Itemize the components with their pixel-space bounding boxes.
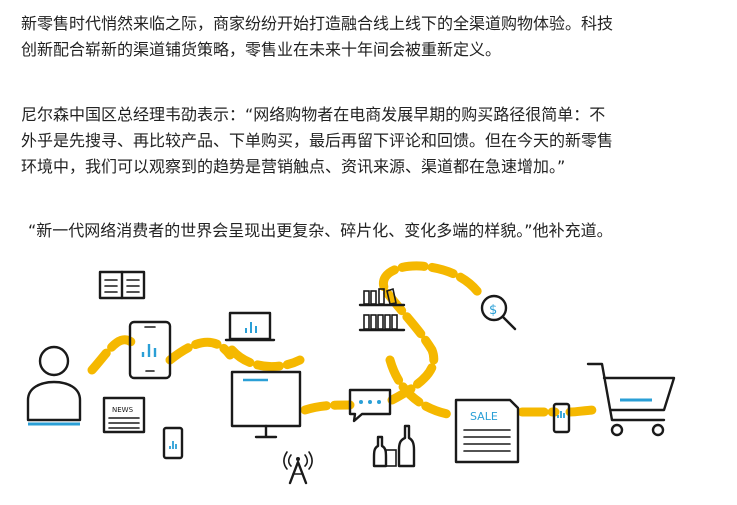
journey-path	[87, 261, 600, 420]
paragraph-closing-quote: “新一代网络消费者的世界会呈现出更复杂、碎片化、变化多端的样貌。”他补充道。	[28, 218, 728, 244]
monitor-icon	[230, 370, 302, 439]
text-line: “新一代网络消费者的世界会呈现出更复杂、碎片化、变化多端的样貌。”他补充道。	[28, 221, 613, 240]
sale-flyer-icon: SALE	[454, 398, 520, 464]
dollar-symbol: $	[489, 303, 497, 318]
news-label: NEWS	[112, 406, 134, 414]
phone-icon	[552, 402, 571, 434]
text-line: 创新配合崭新的渠道铺货策略，零售业在未来十年间会被重新定义。	[21, 40, 502, 59]
newspaper-icon: NEWS	[102, 396, 146, 434]
shopping-cart-icon	[586, 362, 676, 437]
shelf-icon	[358, 287, 406, 332]
tablet-icon	[128, 320, 172, 380]
magnifier-icon: $	[480, 294, 517, 331]
text-line: 外乎是先搜寻、再比较产品、下单购买，最后再留下评论和回馈。但在今天的新零售	[21, 131, 614, 150]
paragraph-intro: 新零售时代悄然来临之际，商家纷纷开始打造融合线上线下的全渠道购物体验。科技 创新…	[21, 11, 721, 63]
broadcast-tower-icon	[283, 451, 313, 485]
phone-icon	[162, 426, 184, 460]
sale-label: SALE	[470, 410, 498, 423]
open-book-icon	[98, 270, 146, 300]
laptop-icon	[224, 311, 276, 342]
paragraph-quote: 尼尔森中国区总经理韦劭表示：“网络购物者在电商发展早期的购买路径很简单：不 外乎…	[21, 102, 721, 180]
chat-bubble-icon	[348, 388, 392, 423]
text-line: 环境中，我们可以观察到的趋势是营销触点、资讯来源、渠道都在急速增加。”	[21, 157, 566, 176]
bottles-icon	[372, 424, 416, 468]
text-line: 新零售时代悄然来临之际，商家纷纷开始打造融合线上线下的全渠道购物体验。科技	[21, 14, 614, 33]
text-line: 尼尔森中国区总经理韦劭表示：“网络购物者在电商发展早期的购买路径很简单：不	[21, 105, 606, 124]
person-icon	[26, 345, 82, 426]
omnichannel-journey-illustration: NEWS	[26, 261, 676, 485]
